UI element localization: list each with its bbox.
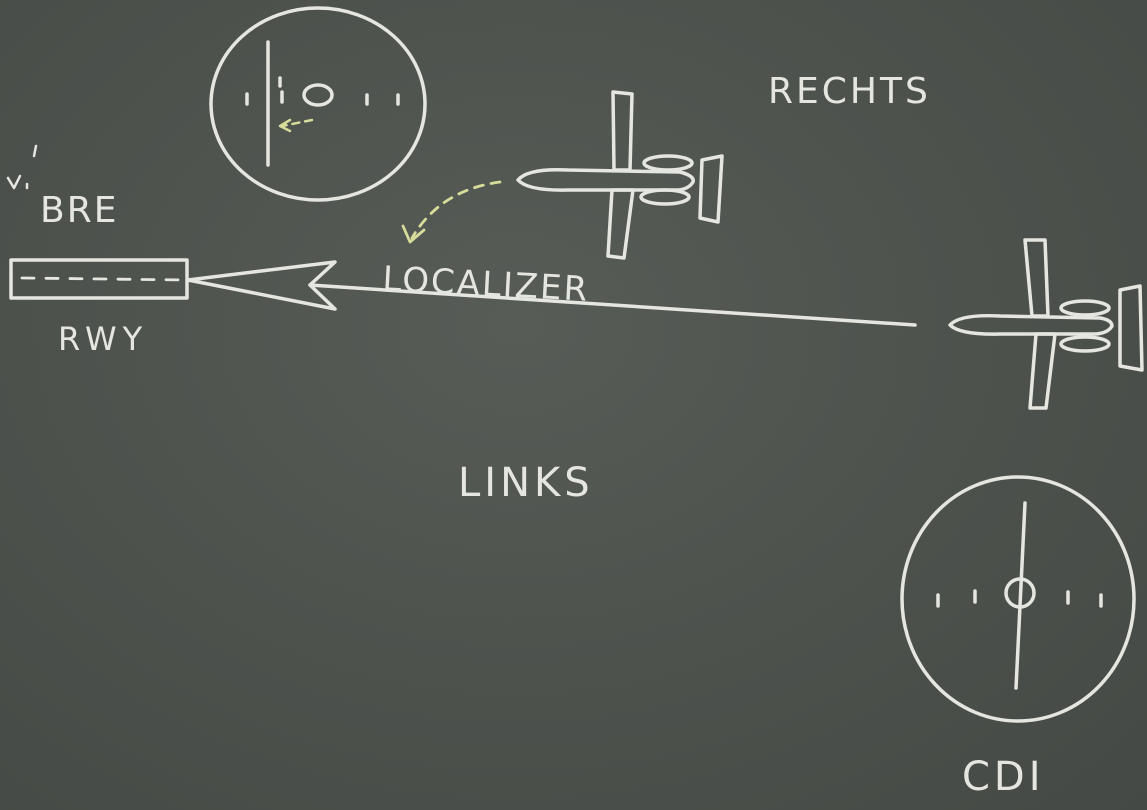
- intercept-path: [410, 180, 502, 240]
- tail: [698, 154, 724, 224]
- label-links: LINKS: [458, 460, 594, 506]
- cdi-gauge-deflected: [209, 6, 427, 202]
- runway: [9, 258, 189, 300]
- tail: [1118, 284, 1144, 372]
- engine: [1059, 335, 1111, 353]
- localizer-beam: [186, 260, 917, 327]
- fuselage: [516, 167, 695, 192]
- label-cdi: CDI: [962, 754, 1045, 800]
- wing-upper: [611, 90, 634, 172]
- aircraft-on-course: [948, 238, 1144, 410]
- cdi-needle-centered: [1014, 501, 1027, 690]
- aircraft-right-of-course: [516, 90, 724, 260]
- label-localizer: LOCALIZER: [382, 259, 591, 310]
- cdi-center-circle-bottom: [1004, 577, 1036, 609]
- wing-lower: [606, 188, 635, 260]
- cdi-dial-circle-top: [209, 6, 427, 202]
- cdi-gauge-centered: [900, 475, 1136, 723]
- localizer-course-line: [308, 283, 917, 327]
- fuselage: [948, 313, 1114, 336]
- label-bre: BRE: [40, 190, 118, 231]
- intercept-arrow-head: [401, 224, 426, 244]
- label-rwy: RWY: [58, 320, 148, 358]
- chalk-mark: [32, 144, 38, 158]
- label-rechts: RECHTS: [768, 71, 931, 112]
- engine: [642, 154, 694, 172]
- wing-upper: [1023, 238, 1050, 318]
- wing-lower: [1028, 332, 1057, 410]
- intercept-arrow: [401, 180, 502, 244]
- engine: [1059, 299, 1111, 317]
- chalk-mark: [6, 174, 22, 190]
- deflection-arrow-head: [278, 118, 292, 133]
- deflection-arrow: [280, 118, 314, 128]
- runway-centerline: [20, 276, 188, 282]
- cdi-center-circle-top: [302, 83, 334, 107]
- cdi-dial-circle-bottom: [900, 475, 1136, 723]
- engine: [639, 188, 691, 206]
